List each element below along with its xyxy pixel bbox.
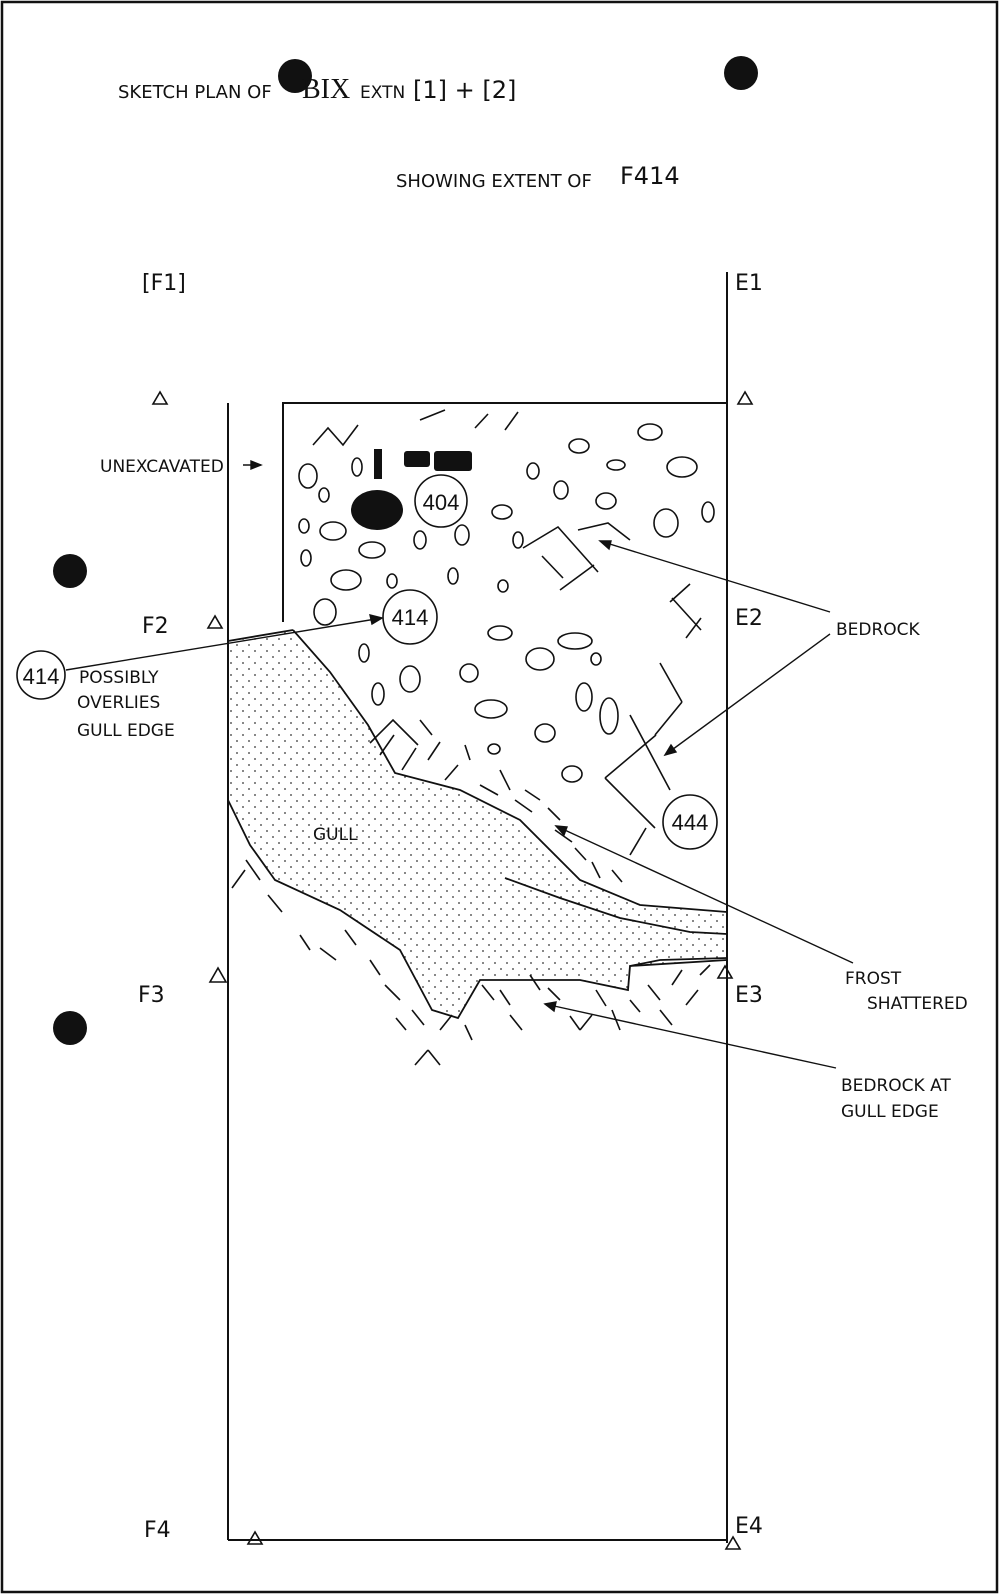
grid-f3: F3 [138, 983, 165, 1008]
subtitle-feature: F414 [620, 162, 680, 190]
subtitle-prefix: SHOWING EXTENT OF [396, 171, 592, 192]
stone-outlines [298, 423, 715, 783]
context-444-marker: 444 [662, 794, 718, 850]
leader-lines [65, 459, 854, 1069]
label-bedrock-gull-1: BEDROCK AT [841, 1076, 951, 1096]
context-414-note-marker: 414 [16, 650, 66, 700]
unexcavated-hatch [312, 409, 519, 447]
grid-f4: F4 [144, 1518, 171, 1543]
survey-station-icons [151, 390, 754, 1550]
note-line-2: OVERLIES [77, 693, 160, 713]
label-unexcavated: UNEXCAVATED [100, 457, 224, 477]
context-414-note-label: 414 [23, 664, 60, 689]
trench-outline [227, 272, 728, 1543]
label-bedrock-gull-2: GULL EDGE [841, 1102, 939, 1122]
grid-e4: E4 [735, 1514, 763, 1539]
punch-holes [53, 56, 758, 1045]
label-frost-2: SHATTERED [867, 994, 968, 1014]
label-gull: GULL [313, 825, 358, 845]
context-414-label: 414 [392, 605, 429, 630]
grid-e3: E3 [735, 983, 763, 1008]
context-404-label: 404 [423, 490, 460, 515]
context-444-label: 444 [672, 810, 709, 835]
title-parts: [1] + [2] [413, 76, 516, 104]
title-site: BIX [302, 74, 350, 105]
gull-stipple-area [228, 630, 727, 1018]
grid-e2: E2 [735, 606, 763, 631]
grid-e1: E1 [735, 271, 763, 296]
solid-stone-fills [351, 449, 472, 530]
gull-edge-lines [227, 629, 728, 1020]
context-404-marker: 404 [414, 474, 468, 528]
note-line-1: POSSIBLY [79, 668, 159, 688]
note-line-3: GULL EDGE [77, 721, 175, 741]
label-bedrock: BEDROCK [836, 620, 921, 640]
label-frost-1: FROST [845, 969, 902, 989]
title-extn: EXTN [360, 83, 405, 103]
grid-f2: F2 [142, 614, 169, 639]
context-414-marker: 414 [382, 589, 438, 645]
bedrock-hatch [231, 522, 711, 1066]
grid-f1: [F1] [142, 271, 186, 296]
title-prefix: SKETCH PLAN OF [118, 82, 272, 103]
